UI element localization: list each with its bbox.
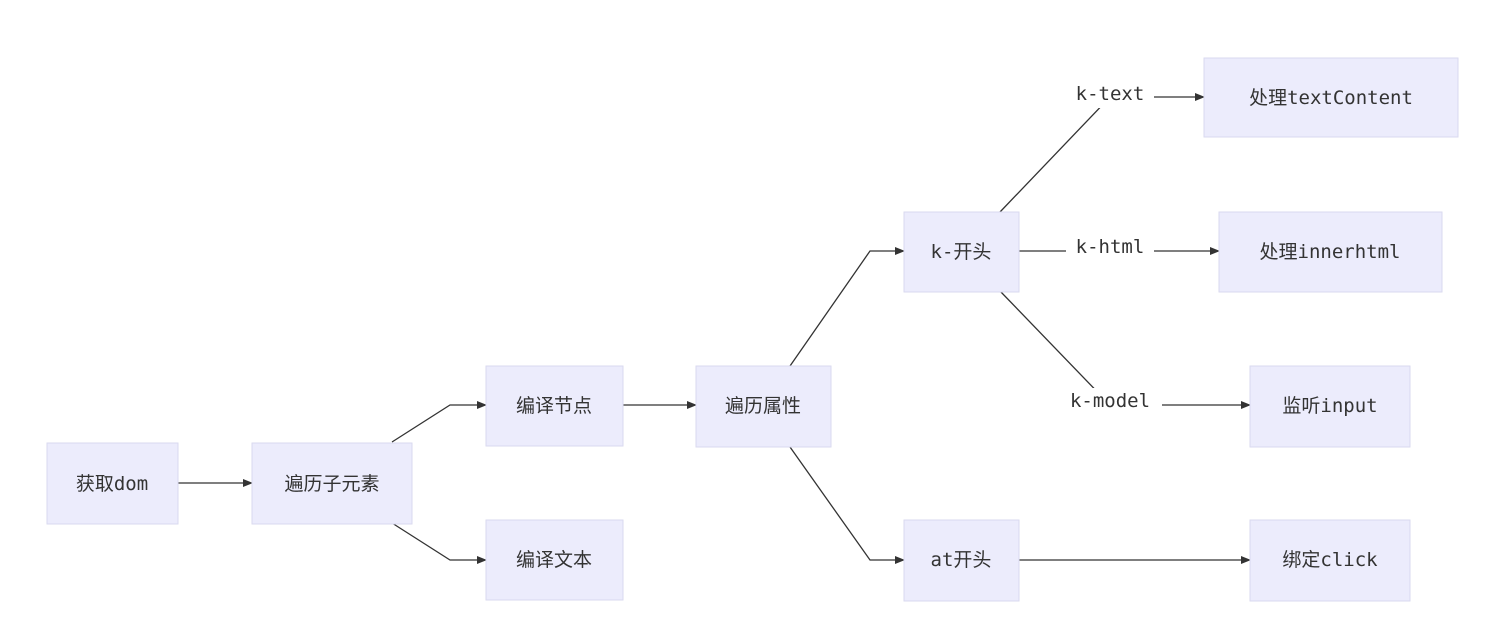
edge-label-k-html-text: k-html (1076, 236, 1145, 258)
node-get-dom: 获取dom (46, 442, 179, 525)
node-handle-text-content: 处理textContent (1203, 57, 1459, 138)
node-at-prefix-label: at开头 (931, 549, 992, 571)
edge-label-k-text-text: k-text (1076, 83, 1145, 105)
node-traverse-attrs: 遍历属性 (695, 365, 832, 448)
edge-traverse-attrs-to-k-prefix (789, 247, 905, 367)
node-listen-input: 监听input (1249, 365, 1411, 448)
node-bind-click: 绑定click (1249, 519, 1411, 602)
edge-traverse-children-to-compile-text (391, 522, 487, 564)
node-get-dom-label: 获取dom (76, 473, 148, 495)
node-compile-node-label: 编译节点 (516, 395, 592, 417)
edge-label-k-html: k-html (1066, 233, 1154, 261)
edge-k-prefix-to-listen-input (999, 290, 1251, 409)
edge-label-k-model: k-model (1058, 388, 1162, 416)
node-at-prefix: at开头 (903, 519, 1020, 602)
node-handle-text-content-label: 处理textContent (1249, 87, 1413, 109)
node-listen-input-label: 监听input (1282, 395, 1377, 417)
node-handle-inner-html-label: 处理innerhtml (1260, 241, 1401, 263)
node-k-prefix: k-开头 (903, 211, 1020, 293)
edge-k-prefix-to-handle-text-content (999, 93, 1205, 213)
node-traverse-children: 遍历子元素 (251, 442, 413, 525)
node-bind-click-label: 绑定click (1282, 549, 1378, 571)
node-traverse-children-label: 遍历子元素 (284, 473, 379, 495)
node-compile-text: 编译文本 (485, 519, 624, 601)
node-compile-node: 编译节点 (485, 365, 624, 447)
node-compile-text-label: 编译文本 (516, 549, 592, 571)
node-handle-inner-html: 处理innerhtml (1218, 211, 1443, 293)
edge-traverse-children-to-compile-node (391, 401, 487, 443)
edge-label-k-model-text: k-model (1070, 390, 1150, 412)
edge-label-k-text: k-text (1066, 80, 1154, 108)
edge-traverse-attrs-to-at-prefix (789, 446, 905, 564)
node-k-prefix-label: k-开头 (931, 241, 992, 263)
node-traverse-attrs-label: 遍历属性 (725, 395, 801, 417)
